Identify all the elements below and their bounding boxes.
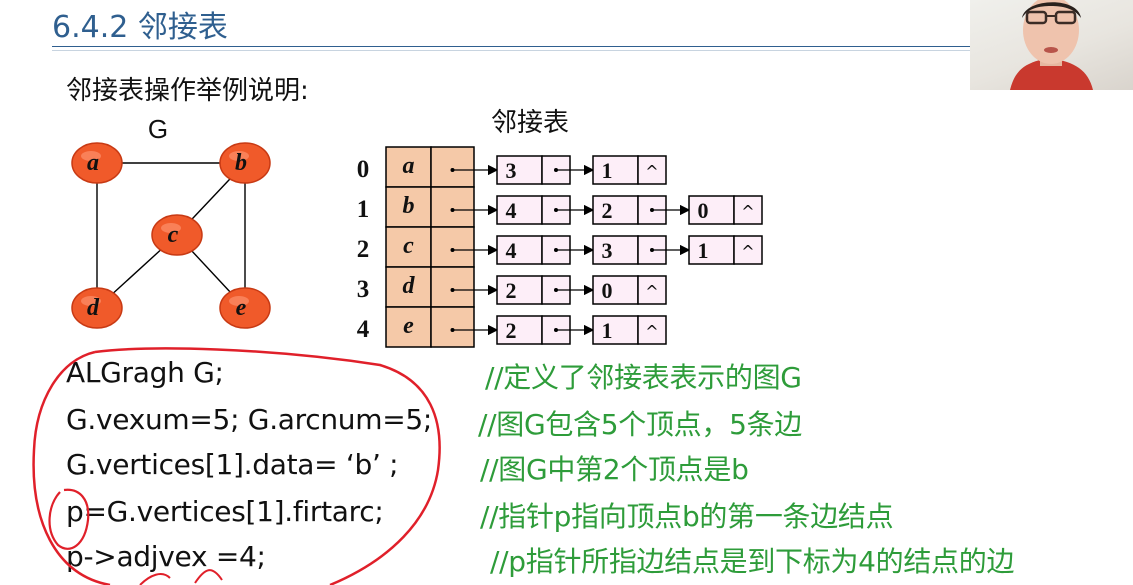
row-index: 1 [357,196,370,223]
presenter-video [970,0,1133,90]
firstarc-cell [430,186,475,228]
firstarc-cell [430,306,475,348]
svg-text:d: d [87,295,100,321]
graph-node-d: d [71,287,123,329]
edge-node: 0^ [688,195,763,225]
vertex-cell [385,266,432,308]
null-pointer-icon: ^ [645,282,658,301]
row-index: 3 [357,276,370,303]
adjvex-value: 0 [698,198,709,223]
row-index: 0 [357,156,370,183]
graph-node-c: c [151,214,203,256]
title-underline [52,46,970,47]
title-underline-light [52,50,970,51]
null-pointer-icon: ^ [741,202,754,221]
adjvex-value: 4 [506,238,517,263]
code-comment-5: //p指针所指边结点是到下标为4的结点的边 [490,545,1015,578]
adjvex-value: 1 [602,158,613,183]
null-pointer-icon: ^ [645,322,658,341]
adjvex-value: 3 [602,238,613,263]
null-pointer-icon: ^ [741,242,754,261]
vertex-label: c [403,233,414,259]
firstarc-cell [430,146,475,188]
edge-node: 4 [496,195,571,225]
svg-text:c: c [168,222,179,248]
adjvex-value: 4 [506,198,517,223]
graph-node-a: a [71,142,123,184]
page-title: 6.4.2 邻接表 [52,10,228,45]
adjvex-value: 2 [506,278,517,303]
row-index: 2 [357,236,370,263]
svg-text:e: e [236,295,247,321]
vertex-label: e [403,313,414,339]
adjvex-value: 1 [698,238,709,263]
subtitle: 邻接表操作举例说明: [66,76,309,106]
code-comment-2: //图G包含5个顶点，5条边 [478,408,802,441]
graph-node-b: b [219,142,271,184]
adjvex-value: 3 [506,158,517,183]
code-comment-1: //定义了邻接表表示的图G [485,361,802,394]
code-comment-3: //图G中第2个顶点是b [480,453,749,486]
firstarc-cell [430,266,475,308]
code-line-1: ALGragh G; [66,356,224,389]
svg-text:b: b [235,150,247,176]
adjvex-value: 2 [602,198,613,223]
edge-node: 0^ [592,275,667,305]
vertex-label: d [403,273,416,299]
edge-node: 1^ [592,315,667,345]
vertex-label: b [403,193,415,219]
graph-label: G [148,114,168,144]
adjvex-value: 2 [506,318,517,343]
adjvex-value: 1 [602,318,613,343]
vertex-cell [385,306,432,348]
null-pointer-icon: ^ [645,162,658,181]
adjacency-label: 邻接表 [491,108,569,138]
vertex-cell [385,226,432,268]
adjvex-value: 0 [602,278,613,303]
vertex-label: a [403,153,415,179]
edge-node: 1^ [688,235,763,265]
code-line-5: p->adjvex =4; [66,540,266,573]
code-line-4: p=G.vertices[1].firtarc; [66,495,384,528]
svg-text:a: a [87,150,99,176]
edge-node: 1^ [592,155,667,185]
code-comment-4: //指针p指向顶点b的第一条边结点 [480,500,894,533]
graph-node-e: e [219,287,271,329]
firstarc-cell [430,226,475,268]
code-line-2: G.vexum=5; G.arcnum=5; [66,403,433,436]
code-line-3: G.vertices[1].data= ‘b’ ; [66,448,399,481]
row-index: 4 [357,316,370,343]
